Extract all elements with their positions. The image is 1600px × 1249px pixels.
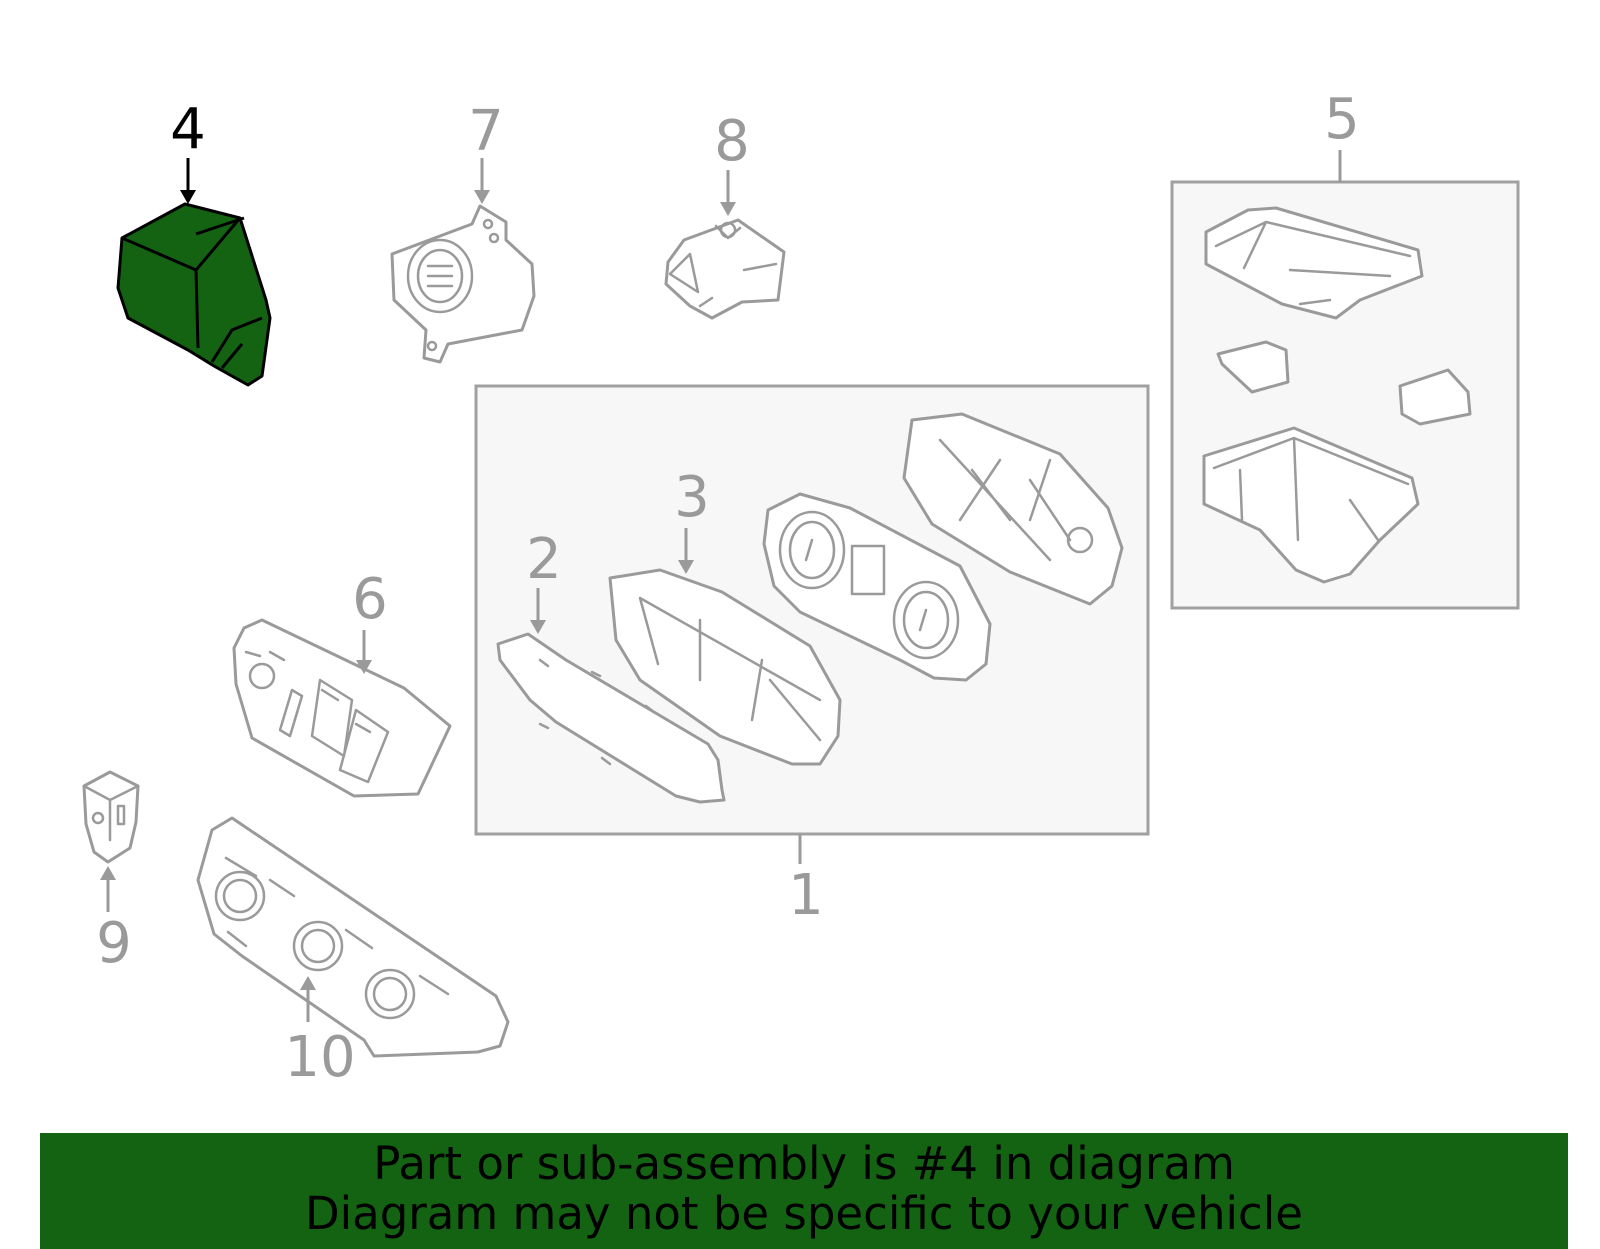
arrow-2 bbox=[530, 620, 546, 634]
part-4-highlighted[interactable] bbox=[116, 202, 272, 387]
callout-3: 3 bbox=[674, 465, 710, 530]
part-4-body bbox=[116, 202, 272, 387]
part-2 bbox=[496, 632, 726, 804]
part-4-edge bbox=[121, 216, 263, 369]
callout-6: 6 bbox=[352, 567, 388, 632]
arrow-8 bbox=[720, 202, 736, 216]
callout-1: 1 bbox=[788, 863, 824, 928]
arrow-7 bbox=[474, 190, 490, 204]
arrow-3 bbox=[678, 560, 694, 574]
callout-2: 2 bbox=[526, 527, 562, 592]
part-8 bbox=[664, 218, 786, 320]
callout-9: 9 bbox=[96, 911, 132, 976]
gauge-cluster bbox=[762, 492, 992, 682]
callout-8: 8 bbox=[714, 109, 750, 174]
part-7 bbox=[390, 204, 536, 364]
info-banner: Part or sub-assembly is #4 in diagram Di… bbox=[40, 1133, 1568, 1249]
part-10 bbox=[196, 816, 510, 1058]
arrow-10 bbox=[300, 976, 316, 990]
callout-4: 4 bbox=[170, 97, 206, 162]
callout-10: 10 bbox=[284, 1025, 355, 1090]
part-6 bbox=[232, 618, 452, 798]
arrow-6 bbox=[356, 660, 372, 674]
part-5-contents bbox=[1202, 206, 1472, 584]
callout-7: 7 bbox=[468, 99, 504, 164]
arrow-4 bbox=[180, 190, 196, 204]
callout-5: 5 bbox=[1324, 87, 1360, 152]
part-3 bbox=[608, 568, 842, 766]
banner-line-2: Diagram may not be specific to your vehi… bbox=[305, 1187, 1303, 1240]
part-9 bbox=[82, 770, 140, 864]
arrow-9 bbox=[100, 866, 116, 880]
rear-housing bbox=[902, 412, 1124, 606]
banner-line-1: Part or sub-assembly is #4 in diagram bbox=[373, 1137, 1235, 1190]
